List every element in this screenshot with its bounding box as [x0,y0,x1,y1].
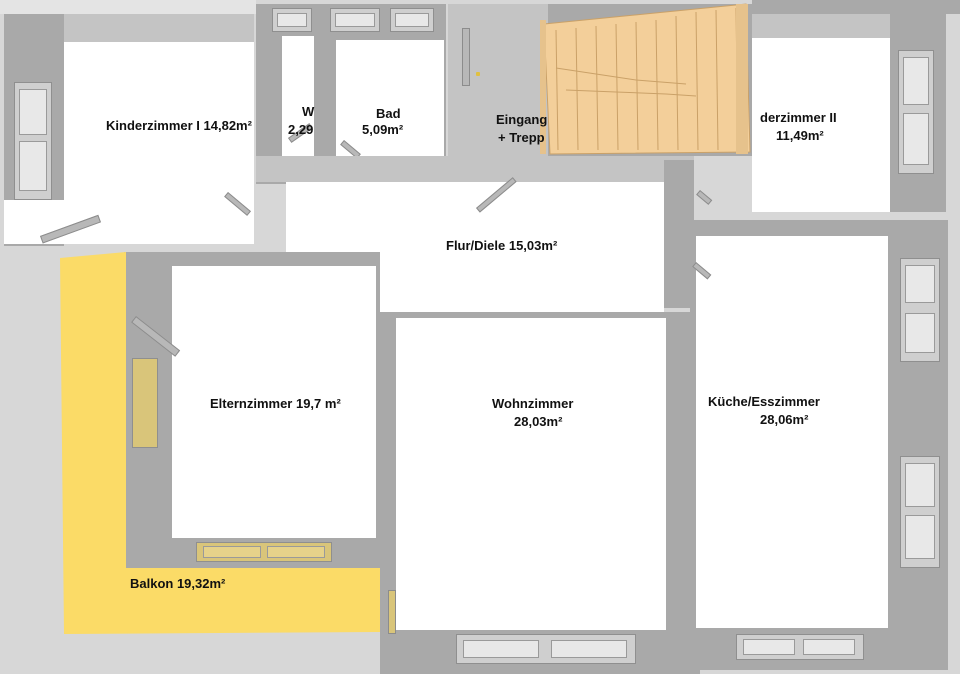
room-label-kueche: Küche/Esszimmer [708,394,820,409]
room-label-eingang-sub: + Trepp [498,130,545,145]
window-icon [330,8,380,32]
staircase-icon [540,3,751,155]
room-label-bad: Bad [376,106,401,121]
room-area-bad: 5,09m² [362,122,404,137]
room-floor-wohnzimmer [396,318,666,630]
door-icon [462,28,470,86]
wall [64,14,254,42]
wall [664,160,694,308]
window-icon [14,82,52,200]
room-label-wohnzimmer: Wohnzimmer [492,396,574,411]
room-label-kinderzimmer-1: Kinderzimmer I 14,82m² [106,118,252,133]
room-floor-elternzimmer [172,266,376,538]
room-label-balkon: Balkon 19,32m² [130,576,226,591]
window-icon [132,358,158,448]
room-label-kinderzimmer-2: derzimmer II [760,110,837,125]
window-icon [736,634,864,660]
room-floor-kinderzimmer-2 [752,38,890,212]
room-floor [4,200,124,244]
wall [0,0,256,14]
door-icon [696,190,713,205]
room-area-kueche: 28,06m² [760,412,809,427]
room-floor-kueche [696,236,888,628]
window-icon [900,258,940,362]
room-label-elternzimmer: Elternzimmer 19,7 m² [210,396,341,411]
room-area-wohnzimmer: 28,03m² [514,414,563,429]
door-icon [388,590,396,634]
room-area-kinderzimmer-2: 11,49m² [776,128,824,143]
room-area-wc: 2,29 [288,122,314,137]
window-icon [272,8,312,32]
balcony-area [60,252,380,634]
room-floor-bad [336,40,444,156]
wall [752,14,890,38]
window-icon [898,50,934,174]
window-icon [390,8,434,32]
window-icon [456,634,636,664]
window-icon [900,456,940,568]
room-label-wc: W [302,104,315,119]
room-label-flur: Flur/Diele 15,03m² [446,238,558,253]
window-icon [196,542,332,562]
wall [256,156,694,182]
room-label-eingang: Eingang [496,112,548,127]
